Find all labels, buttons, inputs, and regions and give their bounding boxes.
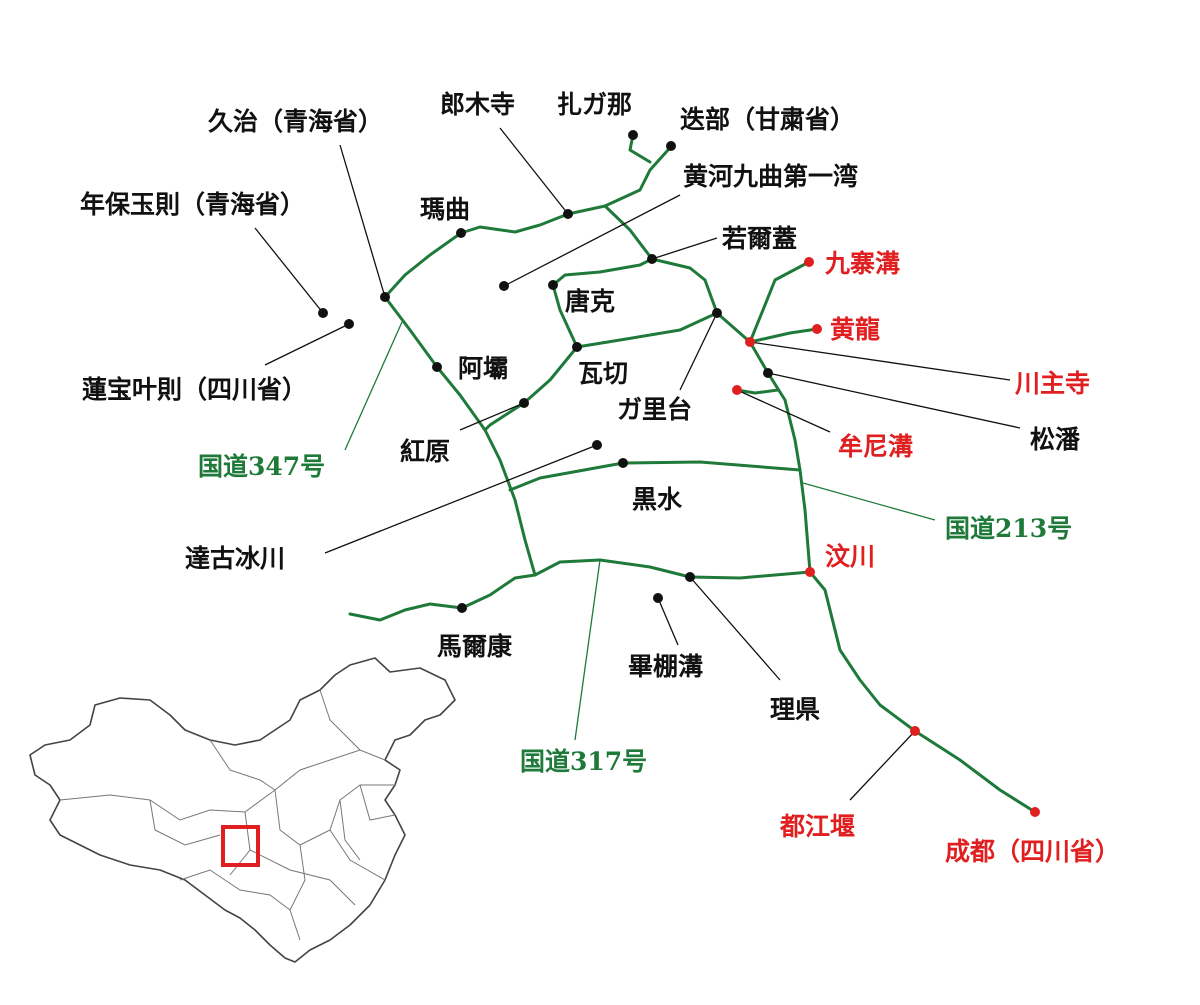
- label-langmusi: 郎木寺: [440, 90, 515, 119]
- label-munigou: 牟尼溝: [838, 432, 913, 461]
- label-diebu: 迭部（甘粛省）: [680, 105, 855, 134]
- road-347: [383, 295, 537, 577]
- label-ruoergai: 若爾蓋: [721, 224, 797, 253]
- label-maqu: 瑪曲: [420, 195, 470, 224]
- label-galitai: ガ里台: [617, 395, 692, 424]
- label-road-213: 国道213号: [945, 514, 1072, 543]
- road-tangke-south: [551, 283, 719, 349]
- label-lixian: 理県: [770, 695, 820, 724]
- label-huanghe: 黄河九曲第一湾: [683, 162, 858, 191]
- road-213: [603, 204, 812, 574]
- label-jiuzhaigou: 九寨溝: [824, 249, 900, 278]
- label-dujiangyan: 都江堰: [779, 812, 855, 841]
- road-labels: 国道347号 国道213号 国道317号: [198, 452, 1072, 776]
- label-road-317: 国道317号: [520, 747, 647, 776]
- label-jiuzhi: 久治（青海省）: [208, 107, 383, 136]
- road-jiuzhaigou: [748, 260, 811, 344]
- label-hongyuan: 紅原: [400, 437, 450, 466]
- label-wenchuan: 汶川: [825, 542, 875, 571]
- label-bipeng: 畢棚溝: [628, 652, 703, 681]
- road-tangke-north: [551, 257, 654, 287]
- label-chengdu: 成都（四川省）: [945, 837, 1120, 866]
- highlight-markers: [732, 257, 1040, 817]
- label-dagu: 達古冰川: [185, 544, 285, 573]
- road-317-east: [533, 558, 1037, 814]
- label-zhagana: 扎ガ那: [557, 90, 632, 119]
- road-munigou: [735, 388, 780, 395]
- place-markers: [318, 130, 773, 613]
- inset-area-highlight: [221, 825, 260, 867]
- highlight-labels: 九寨溝 黄龍 川主寺 牟尼溝 汶川 都江堰 成都（四川省）: [779, 249, 1120, 866]
- label-aba: 阿壩: [458, 354, 508, 383]
- road-north: [383, 144, 673, 299]
- label-tangke: 唐克: [565, 287, 615, 316]
- road-diebu-branch: [628, 133, 652, 164]
- label-chuanzhusi: 川主寺: [1015, 369, 1090, 398]
- label-waqie: 瓦切: [578, 359, 628, 388]
- road-huanglong: [748, 327, 819, 344]
- label-heishui: 黒水: [632, 485, 683, 514]
- road-317-west: [348, 573, 537, 622]
- leader-lines: [254, 127, 1021, 801]
- label-road-347: 国道347号: [198, 452, 325, 481]
- inset-china-map: [29, 657, 456, 963]
- label-lianbao: 蓮宝叶則（四川省）: [82, 375, 307, 404]
- label-maerkang: 馬爾康: [437, 632, 513, 661]
- label-huanglong: 黄龍: [830, 315, 880, 344]
- label-nianbao: 年保玉則（青海省）: [80, 190, 305, 219]
- roads: [348, 133, 1037, 814]
- label-songpan: 松潘: [1030, 425, 1081, 454]
- place-labels: 久治（青海省） 郎木寺 扎ガ那 迭部（甘粛省） 黄河九曲第一湾 年保玉則（青海省…: [80, 90, 1081, 724]
